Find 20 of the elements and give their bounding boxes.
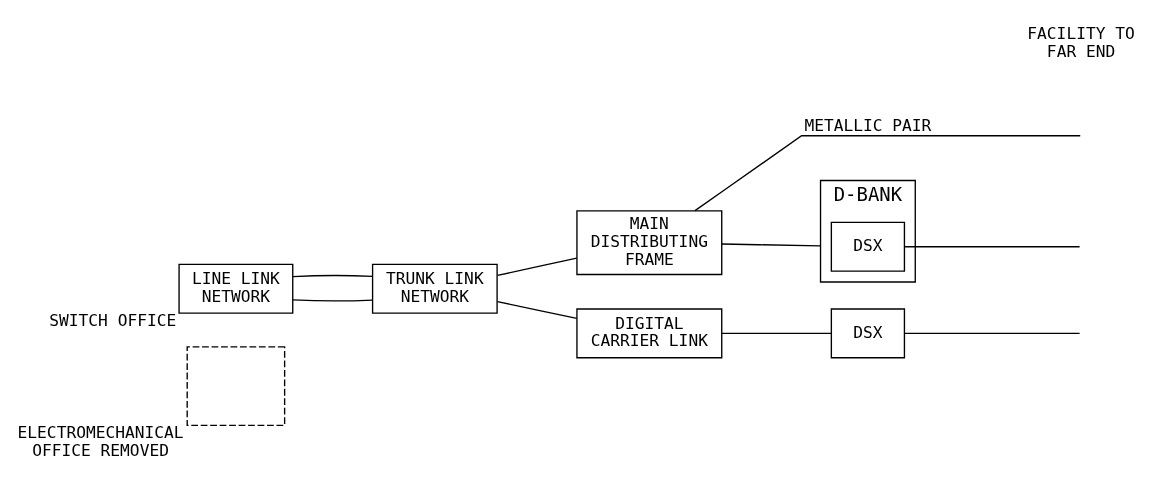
connector	[292, 298, 374, 302]
connector	[903, 332, 1081, 334]
node-label: SWITCH OFFICE	[49, 310, 177, 330]
node-box: LINE LINK NETWORK	[178, 263, 294, 314]
label: FACILITY TO FAR END	[1027, 23, 1135, 61]
node-box: DSX	[830, 221, 906, 272]
connector	[694, 134, 1081, 211]
node-box: TRUNK LINK NETWORK	[371, 263, 498, 314]
edge-label: METALLIC PAIR	[804, 115, 932, 135]
node-box: MAIN DISTRIBUTING FRAME	[576, 209, 723, 275]
connector	[903, 245, 1081, 247]
connector	[496, 300, 578, 319]
node-box	[186, 345, 286, 426]
connector	[721, 332, 832, 334]
node-box: DSX	[830, 307, 906, 358]
connector	[721, 242, 822, 247]
node-box: DIGITAL CARRIER LINK	[576, 307, 723, 358]
connector	[496, 257, 578, 276]
node-label: ELECTROMECHANICAL OFFICE REMOVED	[17, 422, 184, 460]
connector	[292, 274, 374, 277]
